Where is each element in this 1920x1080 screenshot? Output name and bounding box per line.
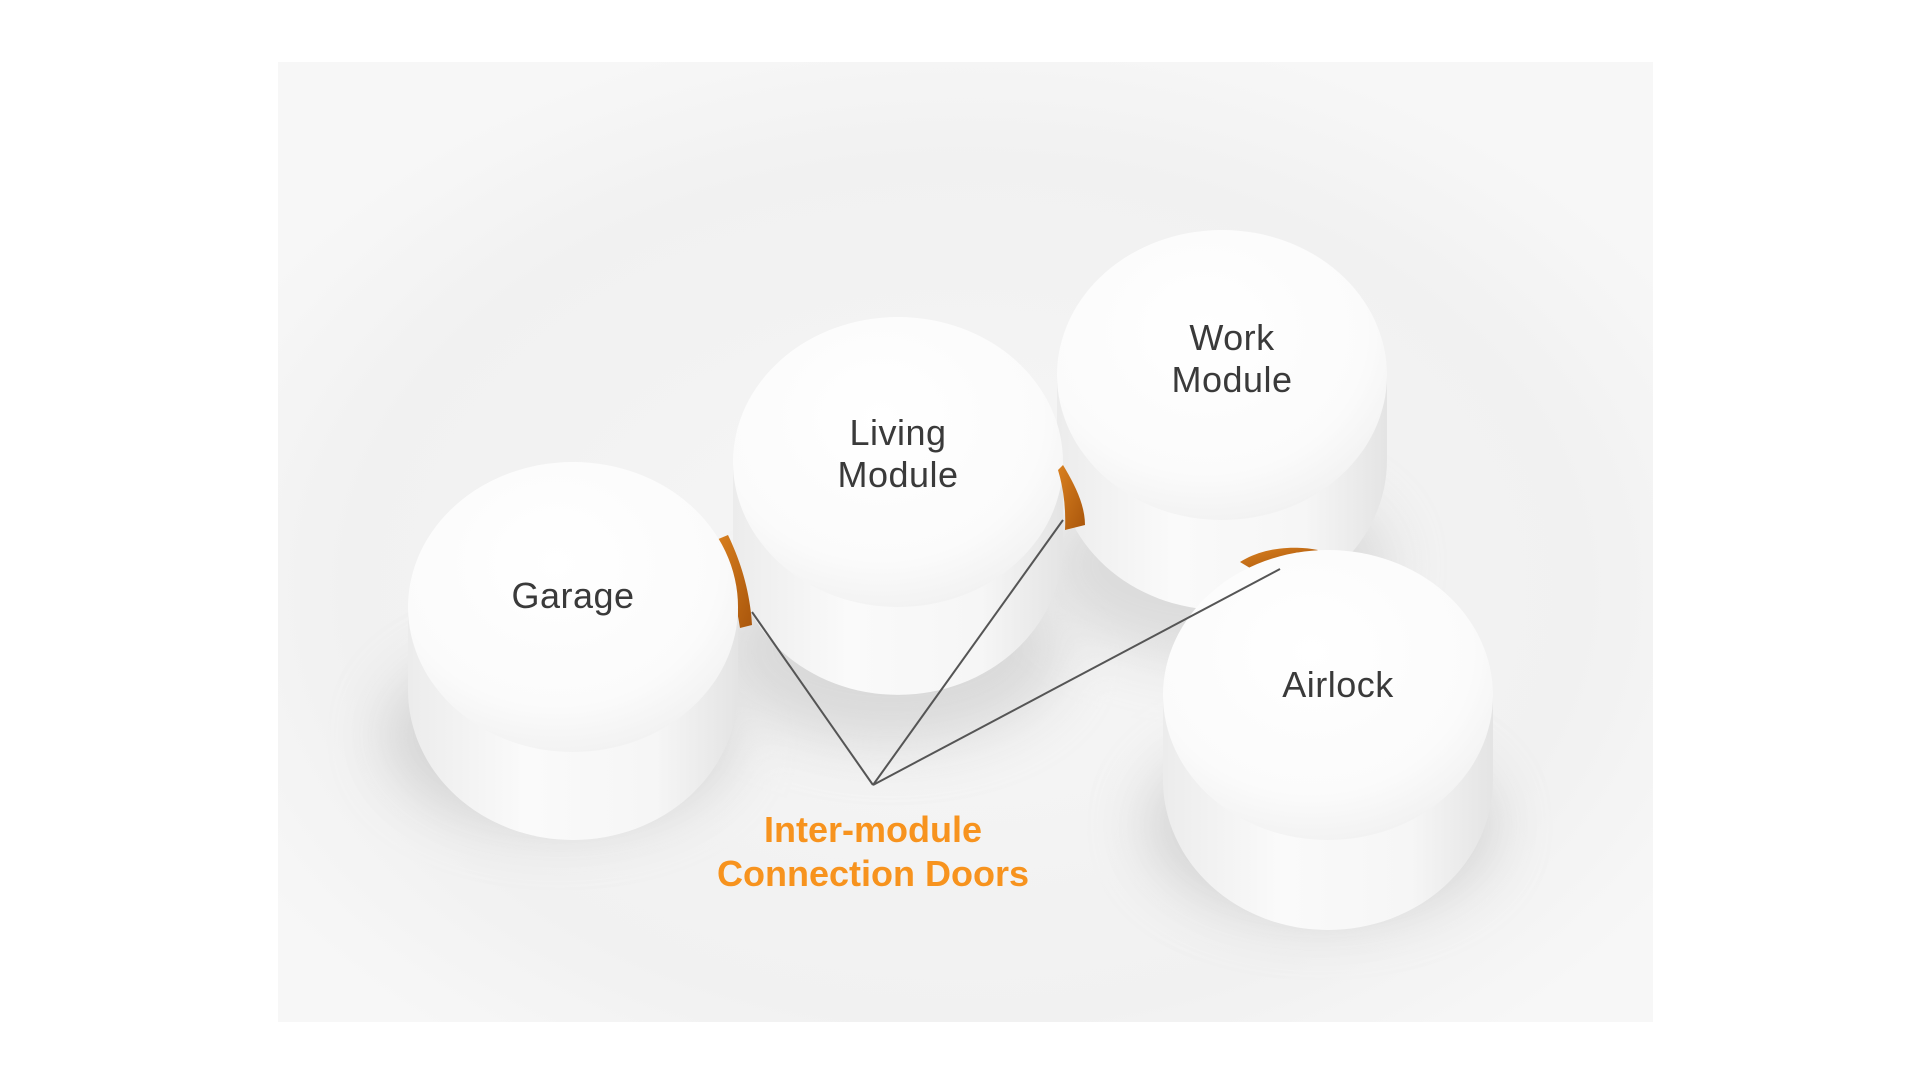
work-label-line2: Module bbox=[1171, 359, 1292, 400]
work-label-line1: Work bbox=[1189, 317, 1275, 358]
living-label-line1: Living bbox=[849, 412, 946, 453]
living-module bbox=[733, 317, 1063, 695]
callout-label-line2: Connection Doors bbox=[717, 853, 1029, 894]
airlock-module bbox=[1163, 550, 1493, 930]
door-living-work bbox=[1058, 465, 1085, 530]
callout-leader-lines bbox=[751, 519, 1281, 786]
airlock-label: Airlock bbox=[1282, 664, 1394, 705]
garage-label: Garage bbox=[511, 575, 634, 616]
callout-label-line1: Inter-module bbox=[764, 809, 982, 850]
garage-module bbox=[408, 462, 738, 840]
living-label-line2: Module bbox=[837, 454, 958, 495]
